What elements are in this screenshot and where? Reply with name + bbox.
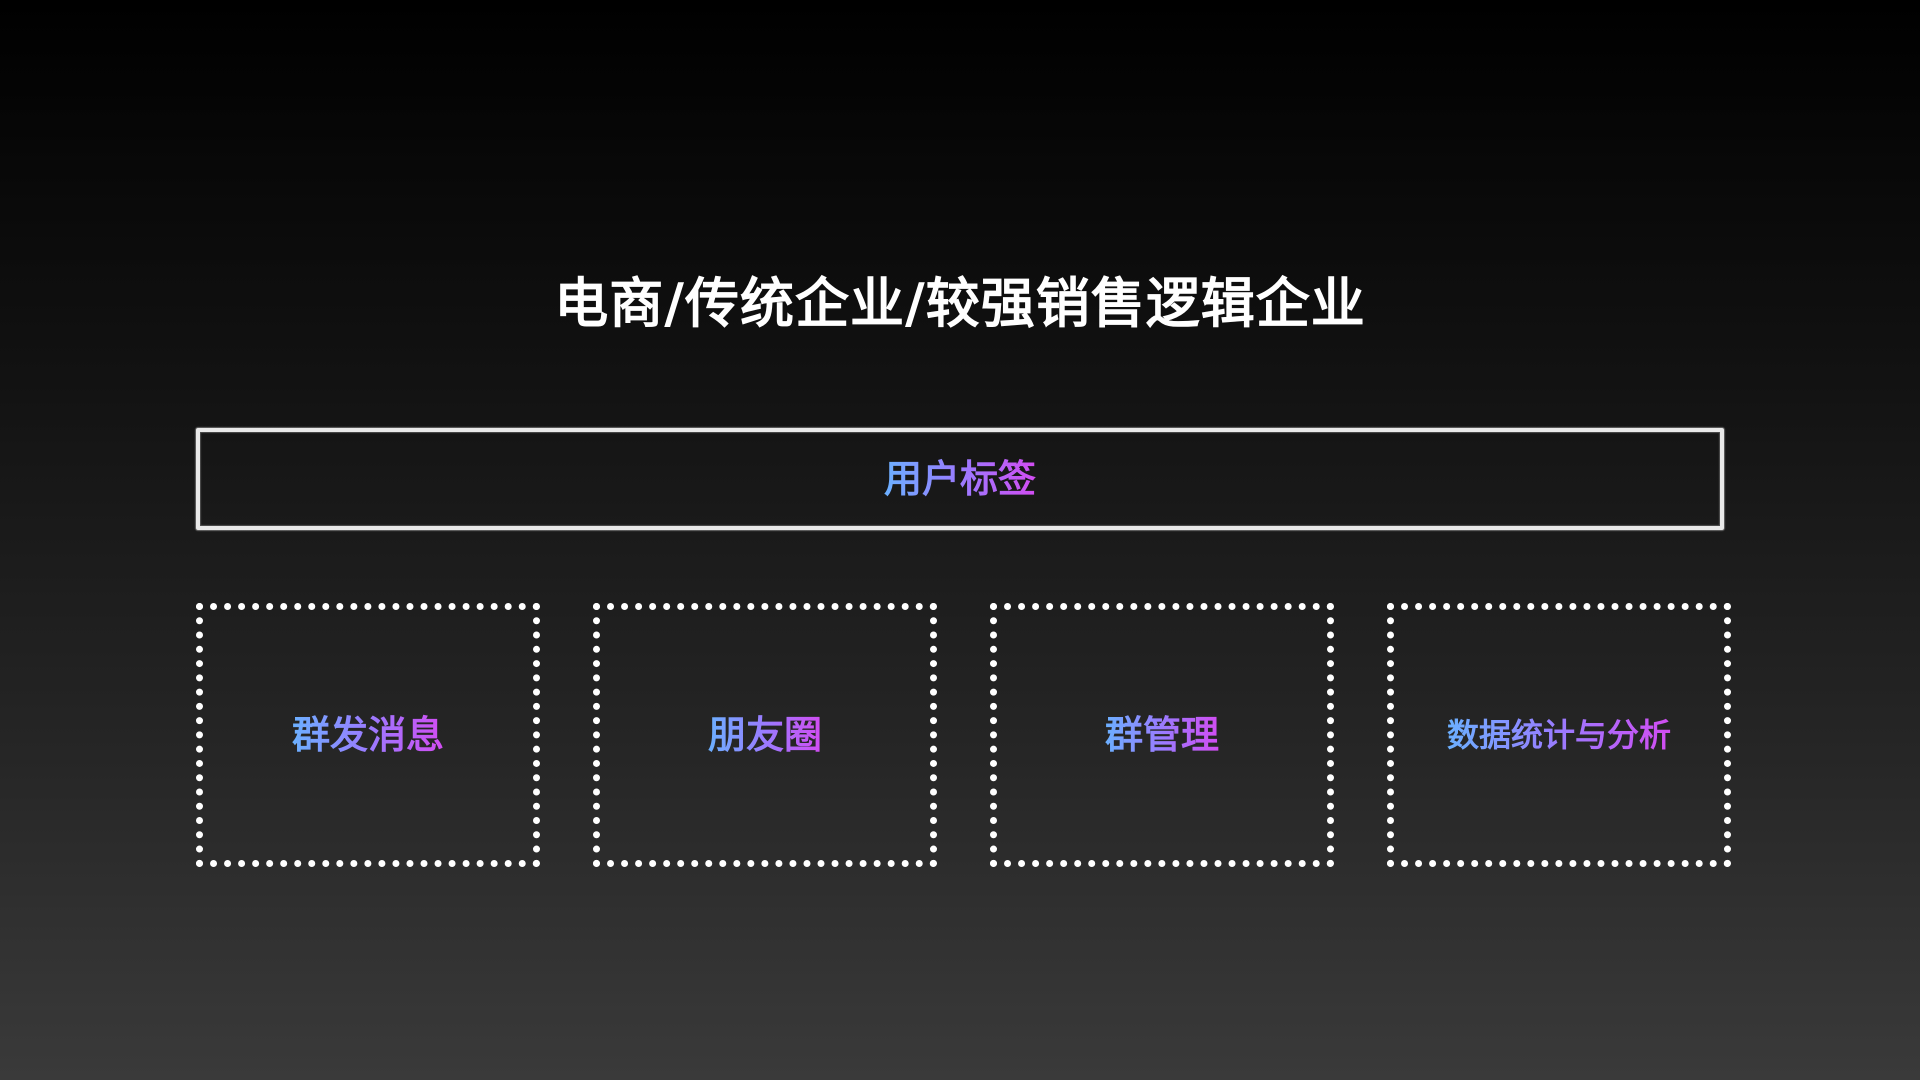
module-label-group-management: 群管理: [1105, 710, 1219, 760]
module-label-mass-message: 群发消息: [292, 710, 444, 760]
module-box-group-management: 群管理: [990, 603, 1334, 867]
module-box-moments: 朋友圈: [593, 603, 937, 867]
module-label-moments: 朋友圈: [708, 710, 822, 760]
user-tag-label: 用户标签: [884, 454, 1036, 504]
module-box-data-analytics: 数据统计与分析: [1387, 603, 1731, 867]
user-tag-bar: 用户标签: [196, 428, 1724, 530]
diagram-title: 电商/传统企业/较强销售逻辑企业: [554, 272, 1366, 335]
module-label-data-analytics: 数据统计与分析: [1447, 710, 1671, 760]
module-box-mass-message: 群发消息: [196, 603, 540, 867]
